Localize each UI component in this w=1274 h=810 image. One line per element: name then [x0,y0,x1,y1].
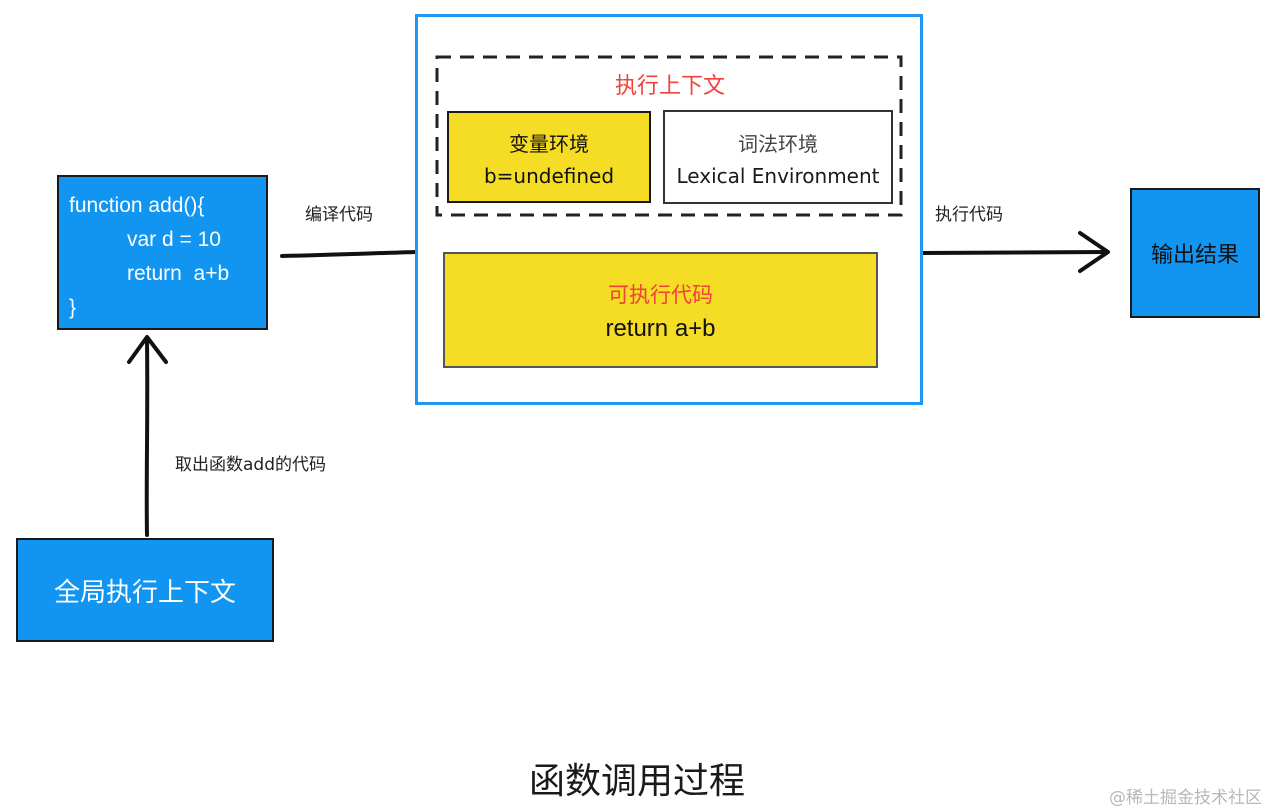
executable-code-title: 可执行代码 [608,283,713,307]
compile-arrow-label: 编译代码 [305,205,373,225]
watermark: @稀土掘金技术社区 [1109,788,1262,808]
execution-context-dashed-border [435,55,903,217]
global-context-label: 全局执行上下文 [53,577,236,608]
variable-environment-content: b=undefined [483,164,615,188]
global-context-box: 全局执行上下文 [16,538,274,642]
execution-context-title: 执行上下文 [614,74,725,99]
executable-code-box: 可执行代码 return a+b [443,252,878,368]
fetch-arrow-label: 取出函数add的代码 [175,455,326,475]
execute-arrow-head [1078,231,1110,273]
compile-arrow-line [280,250,418,258]
diagram-caption: 函数调用过程 [528,761,745,802]
fetch-arrow-line [144,338,150,537]
variable-environment-title: 变量环境 [509,132,589,156]
code-line-1: function add(){ [69,194,205,217]
code-line-3: return a+b [127,262,230,285]
code-line-2: var d = 10 [127,228,221,251]
executable-code-content: return a+b [605,315,716,342]
execute-arrow-label: 执行代码 [935,205,1003,225]
execute-arrow-line [920,250,1107,255]
output-box: 输出结果 [1130,188,1260,318]
lexical-environment-content: Lexical Environment [676,164,880,188]
lexical-environment-title: 词法环境 [738,132,818,156]
code-line-4: } [69,296,77,319]
output-label: 输出结果 [1150,243,1239,268]
variable-environment-box: 变量环境 b=undefined [447,111,651,203]
function-code-box: function add(){ var d = 10 return a+b } [57,175,268,330]
fetch-arrow-head [127,335,168,364]
lexical-environment-box: 词法环境 Lexical Environment [663,110,893,204]
